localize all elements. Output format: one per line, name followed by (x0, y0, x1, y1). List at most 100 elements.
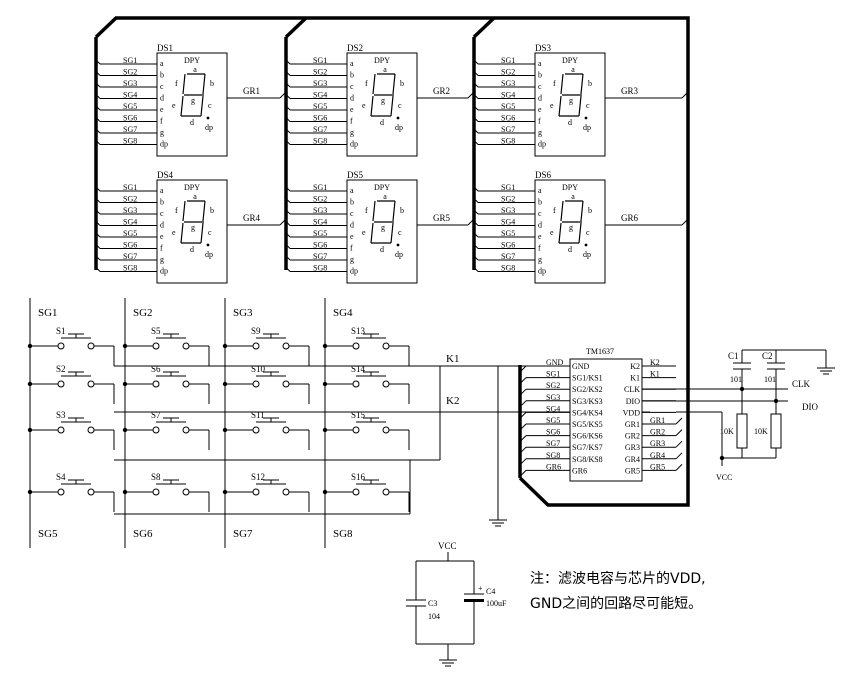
bus-entry (95, 117, 101, 122)
segment-dp (396, 116, 400, 120)
ground-symbol (439, 652, 457, 667)
segment-b (392, 73, 396, 95)
segment-net-label: SG3 (501, 79, 515, 88)
chip-left-pin: SG6/KS6 (572, 432, 603, 441)
bus-entry (285, 128, 291, 134)
chip-left-net: GR6 (546, 462, 561, 471)
note-line-1: 注：滤波电容与芯片的VDD, (530, 570, 706, 587)
switch-contact (87, 380, 95, 388)
bus-entry (285, 244, 291, 249)
switch-label: S5 (151, 326, 161, 336)
key-switch-s9: S9 (222, 326, 310, 366)
bus-entry (95, 82, 101, 88)
bus-entry (95, 198, 101, 203)
switch-contact (152, 342, 160, 350)
switch-label: S13 (351, 326, 366, 336)
c4-plus: + (478, 584, 483, 593)
segment-f (560, 200, 564, 222)
segment-net-label: SG6 (313, 114, 327, 123)
segment-net-label: SG3 (501, 206, 515, 215)
chip-right-net: K1 (650, 370, 660, 379)
switch-label: S9 (251, 326, 261, 336)
display-name: DS2 (347, 43, 363, 53)
switch-contact (282, 342, 290, 350)
seg-label-f: f (553, 206, 556, 215)
c3-value: 104 (428, 612, 440, 621)
segment-b (580, 73, 584, 95)
switch-contact (152, 426, 160, 434)
display-dpy-label: DPY (184, 56, 200, 65)
display-body (346, 179, 418, 284)
resistor-body (736, 413, 748, 449)
bus-entry (473, 140, 479, 145)
chip-left-pin: SG5/KS5 (572, 420, 603, 429)
display-pin-label: f (160, 117, 163, 126)
bus-entry (95, 140, 101, 145)
chip-bus-entry (519, 412, 527, 419)
segment-net-label: SG2 (123, 68, 137, 77)
junction-dot (719, 455, 725, 461)
chip-right-pin: GR4 (625, 455, 640, 464)
segment-c (200, 95, 204, 117)
chip-right-net: K2 (650, 358, 660, 367)
display-dpy-label: DPY (562, 56, 578, 65)
grid-bus-entry (279, 91, 287, 99)
segment-net-label: SG1 (313, 183, 327, 192)
bus-entry (473, 71, 479, 76)
display-pin-label: b (350, 198, 354, 207)
display-pin-label: b (160, 71, 164, 80)
segment-b (202, 73, 206, 95)
chip-left-net: SG4 (546, 404, 560, 413)
bus-entry (285, 232, 291, 238)
key-switch-s4: S4 (27, 472, 115, 512)
seg-label-e: e (550, 228, 554, 237)
segment-net-label: SG3 (313, 206, 327, 215)
segment-b (202, 200, 206, 222)
bus-entry (95, 186, 101, 192)
chip-right-pin: GR2 (625, 432, 640, 441)
seg-label-dp: dp (583, 123, 591, 132)
segment-net-label: SG2 (123, 195, 137, 204)
segment-net-label: SG1 (123, 183, 137, 192)
segment-net-label: SG7 (123, 125, 137, 134)
bus-entry (95, 105, 101, 111)
segment-net-label: SG5 (123, 229, 137, 238)
display-pin-label: e (350, 232, 354, 241)
seg-label-b: b (210, 206, 214, 215)
switch-label: S4 (56, 472, 66, 482)
chip-left-net: SG3 (546, 393, 560, 402)
chip-right-pin: DIO (626, 397, 640, 406)
switch-contact (352, 380, 360, 388)
grid-bus-entry (681, 218, 689, 226)
c4-value: 100uF (486, 599, 507, 608)
resistor-value: 10K (720, 427, 734, 436)
chip-bus-entry (519, 377, 527, 384)
segment-net-label: SG4 (313, 91, 327, 100)
segment-net-label: SG5 (313, 229, 327, 238)
segment-net-label: SG4 (123, 91, 137, 100)
switch-contact (352, 426, 360, 434)
segment-net-label: SG3 (123, 79, 137, 88)
key-switch-s13: S13 (322, 326, 410, 366)
chip-bus-entry (519, 365, 527, 373)
chip-right-net: GR1 (650, 416, 665, 425)
segment-dp (206, 243, 210, 247)
switch-contact (282, 488, 290, 496)
chip-left-pin: GR6 (572, 466, 587, 475)
chip-bus-entry (675, 417, 683, 425)
segment-net-label: SG6 (123, 114, 137, 123)
segment-net-label: SG6 (501, 114, 515, 123)
display-pin-label: g (350, 255, 354, 264)
segment-net-label: SG1 (501, 56, 515, 65)
segment-net-label: SG6 (123, 241, 137, 250)
segment-dp (584, 243, 588, 247)
seg-label-b: b (400, 79, 404, 88)
display-pin-label: dp (538, 267, 546, 276)
chip-right-pin: K1 (630, 374, 640, 383)
display-body (156, 52, 228, 157)
seg-label-b: b (400, 206, 404, 215)
